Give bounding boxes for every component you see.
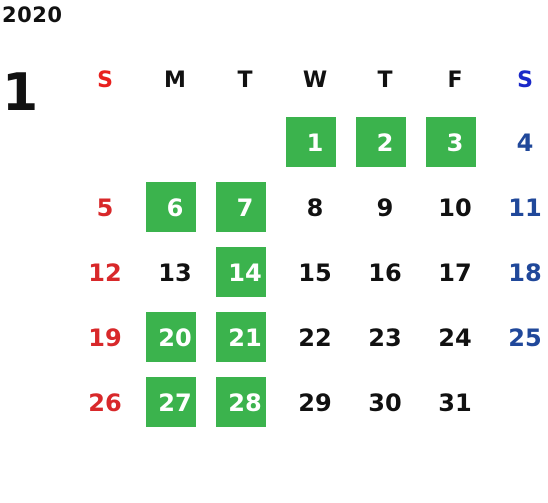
day-cell-2[interactable]: 2 xyxy=(350,110,420,175)
day-cell-16[interactable]: 16 xyxy=(350,240,420,305)
weekday-header-fri: F xyxy=(447,67,463,93)
day-cell-11[interactable]: 11 xyxy=(490,175,548,240)
day-number: 3 xyxy=(446,128,464,157)
day-number: 2 xyxy=(376,128,394,157)
day-number: 21 xyxy=(228,323,262,352)
day-cell-3[interactable]: 3 xyxy=(420,110,490,175)
day-number: 18 xyxy=(508,258,542,287)
day-cell-6[interactable]: 6 xyxy=(140,175,210,240)
day-cell-30[interactable]: 30 xyxy=(350,370,420,435)
day-cell-20[interactable]: 20 xyxy=(140,305,210,370)
day-number: 22 xyxy=(298,323,332,352)
empty-day-cell xyxy=(140,110,210,175)
day-number: 4 xyxy=(516,128,534,157)
day-cell-23[interactable]: 23 xyxy=(350,305,420,370)
day-number: 24 xyxy=(438,323,472,352)
day-number: 29 xyxy=(298,388,332,417)
day-number: 16 xyxy=(368,258,402,287)
day-cell-22[interactable]: 22 xyxy=(280,305,350,370)
day-number: 7 xyxy=(236,193,254,222)
day-cell-14[interactable]: 14 xyxy=(210,240,280,305)
day-number: 27 xyxy=(158,388,192,417)
day-number: 14 xyxy=(228,258,262,287)
day-number: 1 xyxy=(306,128,324,157)
day-cell-13[interactable]: 13 xyxy=(140,240,210,305)
day-number: 31 xyxy=(438,388,472,417)
day-cell-28[interactable]: 28 xyxy=(210,370,280,435)
day-number: 5 xyxy=(96,193,114,222)
day-cell-27[interactable]: 27 xyxy=(140,370,210,435)
day-cell-31[interactable]: 31 xyxy=(420,370,490,435)
day-cell-15[interactable]: 15 xyxy=(280,240,350,305)
weekday-header-sat: S xyxy=(517,67,533,93)
day-number: 20 xyxy=(158,323,192,352)
day-number: 25 xyxy=(508,323,542,352)
empty-day-cell xyxy=(210,110,280,175)
day-number: 12 xyxy=(88,258,122,287)
month-label: 1 xyxy=(2,63,39,123)
day-number: 13 xyxy=(158,258,192,287)
day-number: 19 xyxy=(88,323,122,352)
day-number: 17 xyxy=(438,258,472,287)
day-cell-8[interactable]: 8 xyxy=(280,175,350,240)
day-cell-21[interactable]: 21 xyxy=(210,305,280,370)
day-number: 10 xyxy=(438,193,472,222)
day-number: 28 xyxy=(228,388,262,417)
day-cell-18[interactable]: 18 xyxy=(490,240,548,305)
day-cell-12[interactable]: 12 xyxy=(70,240,140,305)
year-label: 2020 xyxy=(2,3,63,27)
day-number: 8 xyxy=(306,193,324,222)
day-cell-24[interactable]: 24 xyxy=(420,305,490,370)
day-cell-25[interactable]: 25 xyxy=(490,305,548,370)
day-number: 23 xyxy=(368,323,402,352)
day-cell-10[interactable]: 10 xyxy=(420,175,490,240)
weekday-header-sun: S xyxy=(97,67,113,93)
day-cell-1[interactable]: 1 xyxy=(280,110,350,175)
day-number: 15 xyxy=(298,258,332,287)
day-cell-9[interactable]: 9 xyxy=(350,175,420,240)
day-cell-29[interactable]: 29 xyxy=(280,370,350,435)
empty-day-cell xyxy=(70,110,140,175)
day-cell-7[interactable]: 7 xyxy=(210,175,280,240)
day-number: 26 xyxy=(88,388,122,417)
day-cell-17[interactable]: 17 xyxy=(420,240,490,305)
day-cell-4[interactable]: 4 xyxy=(490,110,548,175)
day-cell-5[interactable]: 5 xyxy=(70,175,140,240)
day-number: 6 xyxy=(166,193,184,222)
day-number: 30 xyxy=(368,388,402,417)
weekday-header-mon: M xyxy=(164,67,186,93)
day-number: 9 xyxy=(376,193,394,222)
weekday-header-wed: W xyxy=(302,67,328,93)
empty-day-cell xyxy=(490,370,548,435)
day-cell-26[interactable]: 26 xyxy=(70,370,140,435)
day-cell-19[interactable]: 19 xyxy=(70,305,140,370)
weekday-header-thu: T xyxy=(377,67,393,93)
weekday-header-tue: T xyxy=(237,67,253,93)
day-number: 11 xyxy=(508,193,542,222)
